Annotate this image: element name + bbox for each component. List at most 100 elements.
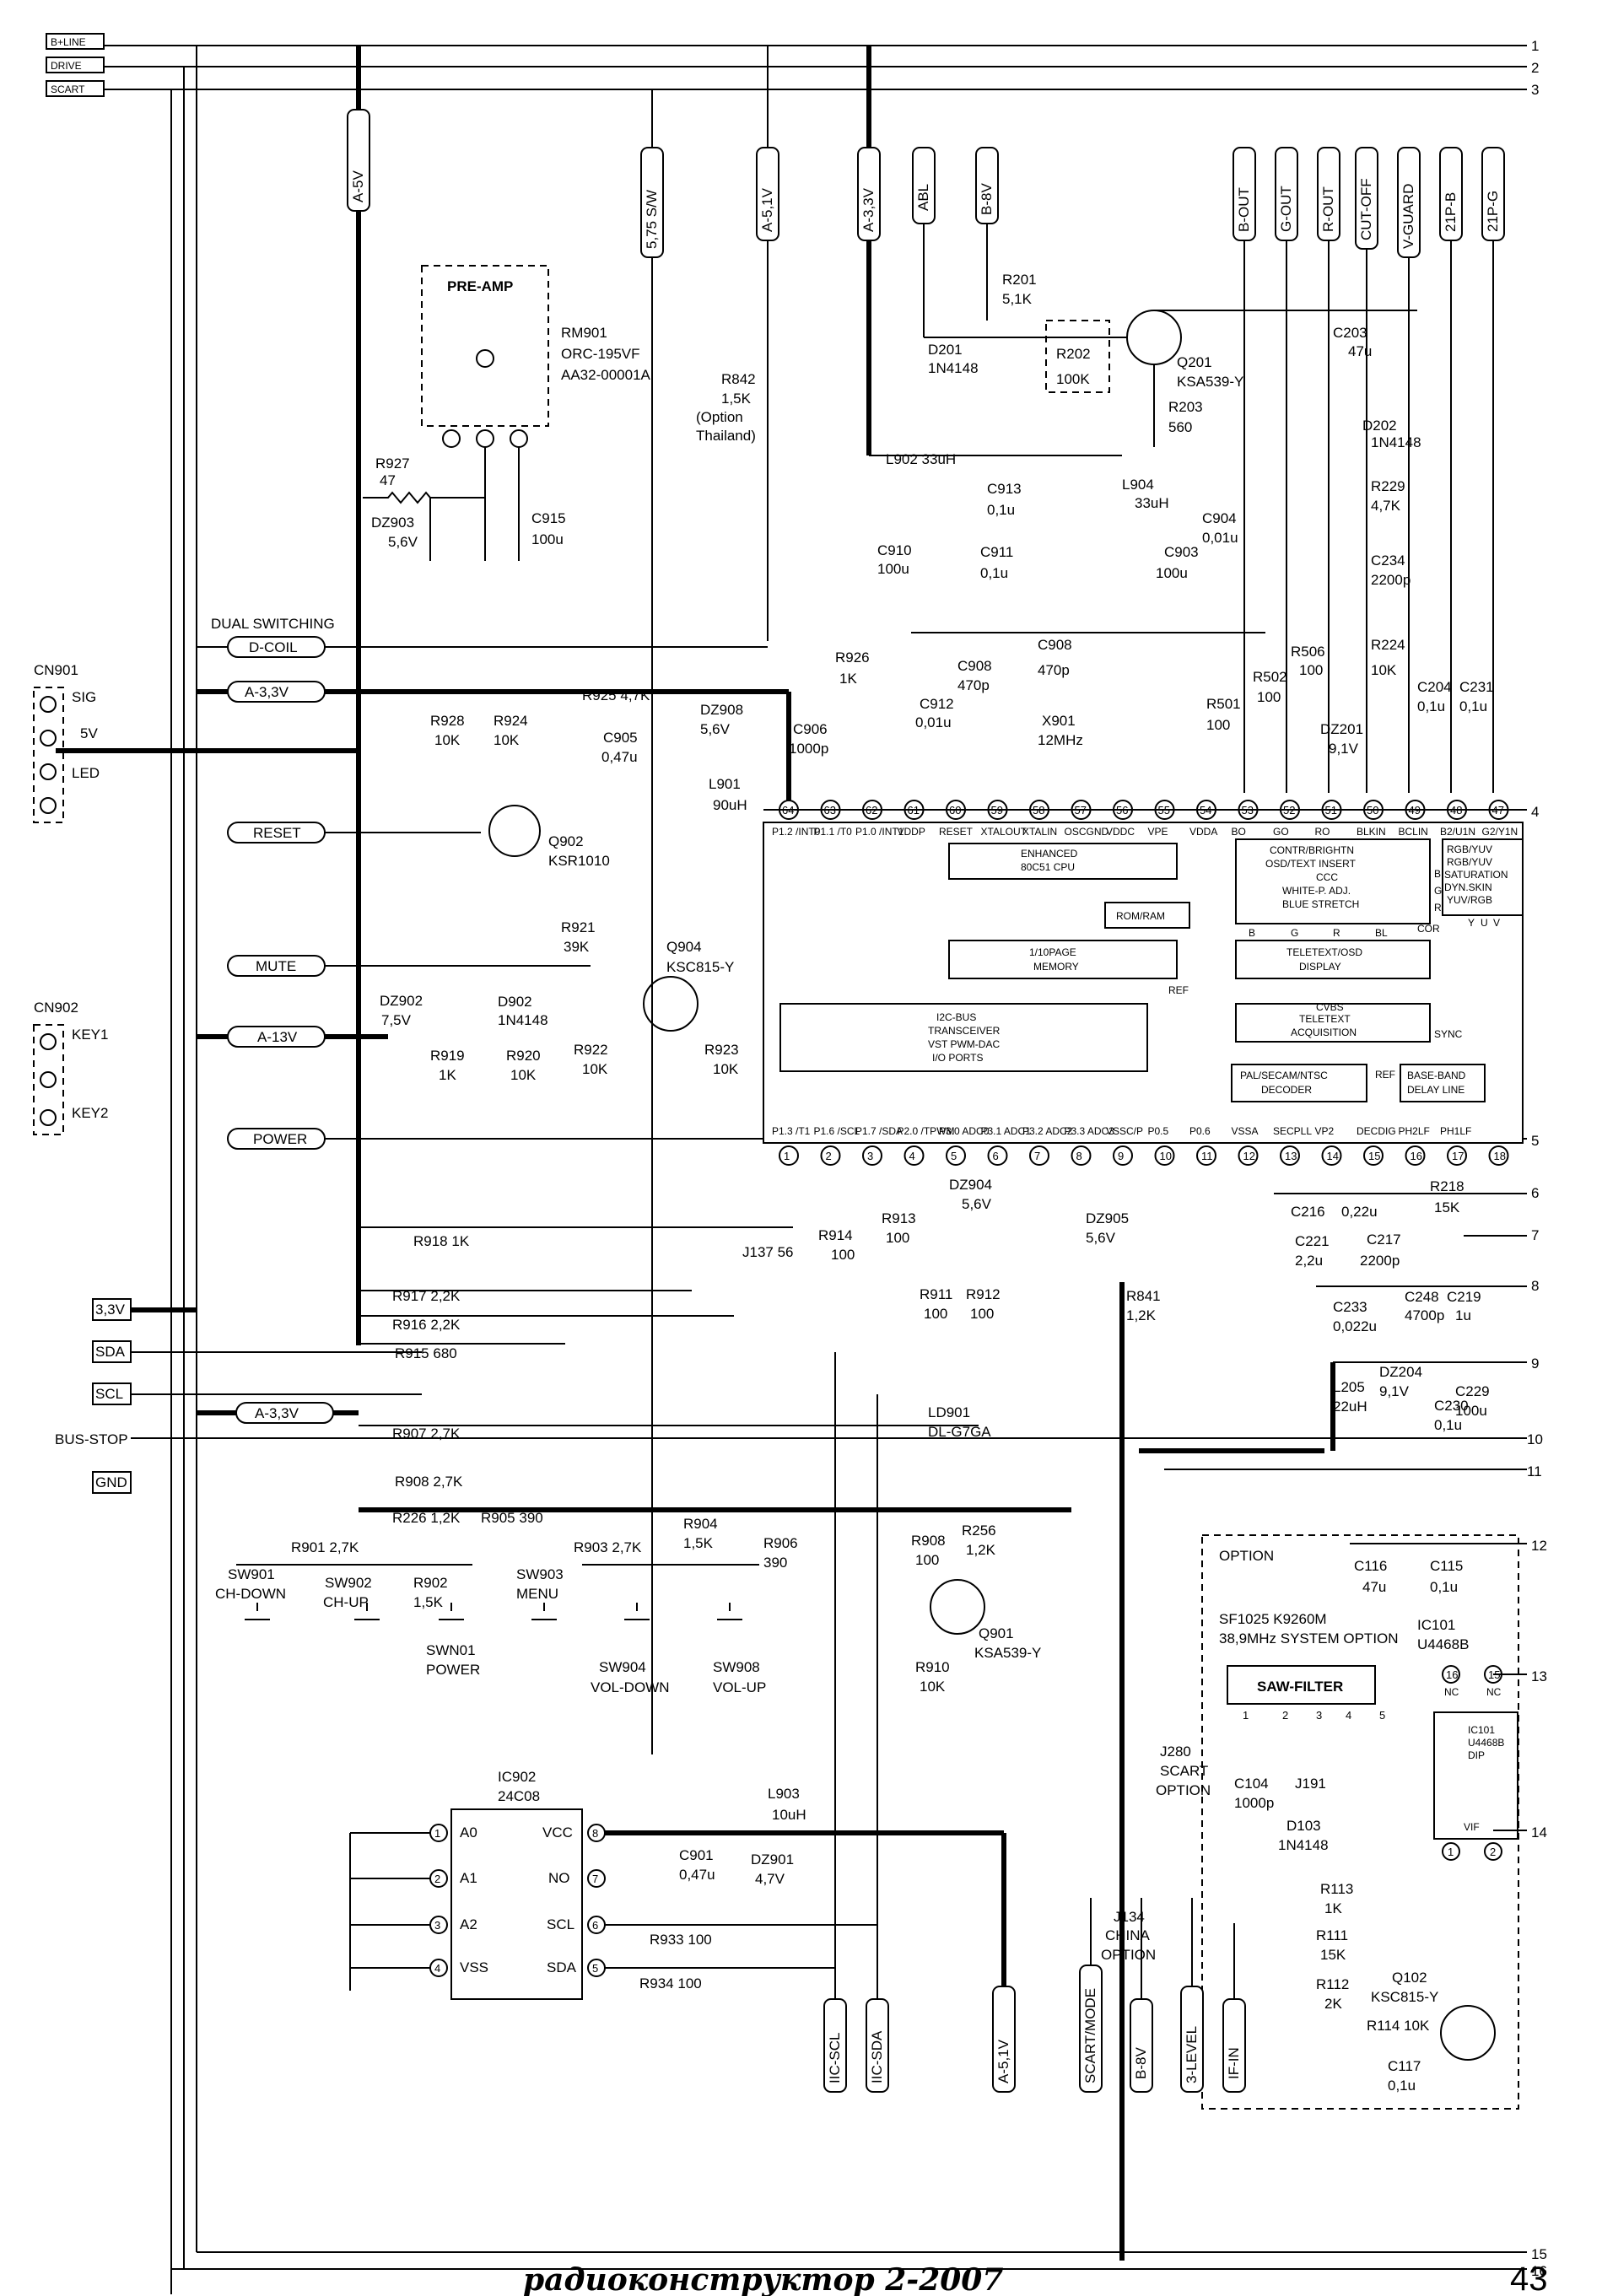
ld901-label: LD901 [928, 1404, 970, 1420]
ic902-vcc: VCC [542, 1824, 573, 1841]
ic902-pin5: 5 [592, 1962, 598, 1975]
ic-bottom-pin [1363, 1145, 1384, 1166]
dz904-value: 5,6V [962, 1196, 992, 1212]
cpu-block-label2: 80C51 CPU [1021, 861, 1075, 873]
j134-value: CHINA [1105, 1927, 1151, 1943]
bottom-tags: IIC-SCL IIC-SDA A-5,1V SCART/MODE B-8V 3… [823, 1352, 1246, 2093]
l205-label: L205 [1333, 1379, 1365, 1395]
baseband-label2: DELAY LINE [1407, 1084, 1464, 1096]
c230-label: C230 [1434, 1398, 1469, 1414]
dz204-value: 9,1V [1379, 1383, 1410, 1399]
r256-value: 1,2K [966, 1542, 996, 1558]
q902-value: KSR1010 [548, 853, 610, 869]
cpu-block-label: ENHANCED [1021, 848, 1078, 860]
r901-label: R901 2,7K [291, 1539, 359, 1555]
r916-label: R916 2,2K [392, 1317, 461, 1333]
d902-label: D902 [498, 994, 532, 1010]
ic-bottom-pin [1154, 1145, 1175, 1166]
j134-label: J134 [1114, 1909, 1145, 1925]
r841-value: 1,2K [1126, 1307, 1157, 1323]
y-label: Y [1468, 917, 1475, 929]
sw903-value: MENU [516, 1586, 558, 1602]
c115-value: 0,1u [1430, 1579, 1458, 1595]
cn902-key2: KEY2 [72, 1105, 108, 1121]
r502-value: 100 [1257, 689, 1281, 705]
tag-dcoil: D-COIL [249, 639, 298, 655]
c912-label: C912 [920, 696, 954, 712]
c219-value: 1u [1455, 1307, 1471, 1323]
q201-label: Q201 [1177, 354, 1212, 370]
dz905-value: 5,6V [1086, 1230, 1116, 1246]
osd-label1: CONTR/BRIGHTN [1270, 844, 1354, 856]
ic902-scl: SCL [547, 1916, 574, 1932]
ic902-vss: VSS [460, 1959, 488, 1975]
j280-label: J280 [1160, 1744, 1191, 1760]
saw-pin5: 5 [1379, 1709, 1385, 1722]
ic-bottom-pin [946, 1145, 966, 1166]
r218-value: 15K [1434, 1199, 1460, 1215]
tag-a13v: A-13V [257, 1029, 298, 1045]
l901-value: 90uH [713, 797, 747, 813]
c912-value: 0,01u [915, 714, 952, 730]
bl-label: BL [1375, 927, 1388, 939]
cn901-ref: CN901 [34, 662, 78, 678]
ic-bottom-pin-name: P3.1 ADC1 [981, 1125, 1032, 1137]
sw908-value: VOL-UP [713, 1679, 766, 1695]
r112-label: R112 [1316, 1976, 1349, 1992]
page-number: 43 [1510, 2261, 1548, 2296]
option-title: OPTION [1219, 1548, 1274, 1564]
saw-pin4: 4 [1346, 1709, 1351, 1722]
i2c-label4: I/O PORTS [932, 1052, 983, 1064]
c204-label: C204 [1417, 679, 1452, 695]
c115-label: C115 [1430, 1558, 1463, 1574]
r911-value: 100 [924, 1306, 947, 1322]
bus-3v3: 3,3V [95, 1302, 126, 1318]
c203-label: C203 [1333, 325, 1367, 341]
c908b-value: 470p [1038, 662, 1070, 678]
r914-label: R914 [818, 1227, 853, 1243]
ic-bottom-pin-name: P3.0 ADC0 [939, 1125, 990, 1137]
ic-bottom-pin-number: 11 [1201, 1150, 1213, 1162]
c104-label: C104 [1234, 1776, 1269, 1792]
r927-label: R927 [375, 455, 410, 472]
r229-value: 4,7K [1371, 498, 1401, 514]
saw-pin2: 2 [1282, 1709, 1288, 1722]
c911-label: C911 [980, 544, 1013, 560]
dz902-value: 7,5V [381, 1012, 412, 1028]
dz901-value: 4,7V [755, 1871, 785, 1887]
r919-value: 1K [439, 1067, 456, 1083]
l904-value: 33uH [1135, 495, 1169, 511]
ic101-nc2: NC [1486, 1686, 1502, 1698]
ic-bottom-pin [987, 1145, 1008, 1166]
r927-value: 47 [380, 472, 396, 488]
tag-iic-sda: IIC-SDA [869, 2030, 885, 2083]
ic-bottom-pin [1029, 1145, 1049, 1166]
ic-top-pin-name: GO [1273, 826, 1289, 838]
saw-pin1: 1 [1243, 1709, 1249, 1722]
l904-label: L904 [1122, 477, 1154, 493]
preamp-part2: AA32-00001A [561, 367, 651, 383]
c248-value: 4700p [1405, 1307, 1444, 1323]
c234-value: 2200p [1371, 572, 1411, 588]
preamp-ref: RM901 [561, 325, 607, 341]
ic-bottom-pin [1321, 1145, 1342, 1166]
ic-bottom-pin [1113, 1145, 1133, 1166]
c906-value: 1000p [789, 741, 828, 757]
sync-label: SYNC [1434, 1028, 1463, 1040]
d201-label: D201 [928, 342, 963, 358]
r924-label: R924 [494, 713, 528, 729]
osd-label5: BLUE STRETCH [1282, 898, 1359, 910]
r842-value: 1,5K [721, 391, 752, 407]
preamp-part1: ORC-195VF [561, 346, 640, 362]
bus-num-5: 5 [1531, 1133, 1539, 1149]
c901-value: 0,47u [679, 1867, 715, 1883]
c910-label: C910 [877, 542, 912, 558]
r224-value: 10K [1371, 662, 1397, 678]
sw901-label: SW901 [228, 1566, 275, 1582]
bus-num-11: 11 [1527, 1463, 1542, 1479]
r926-value: 1K [839, 671, 857, 687]
g-label2: G [1434, 885, 1442, 897]
r256-label: R256 [962, 1523, 996, 1539]
